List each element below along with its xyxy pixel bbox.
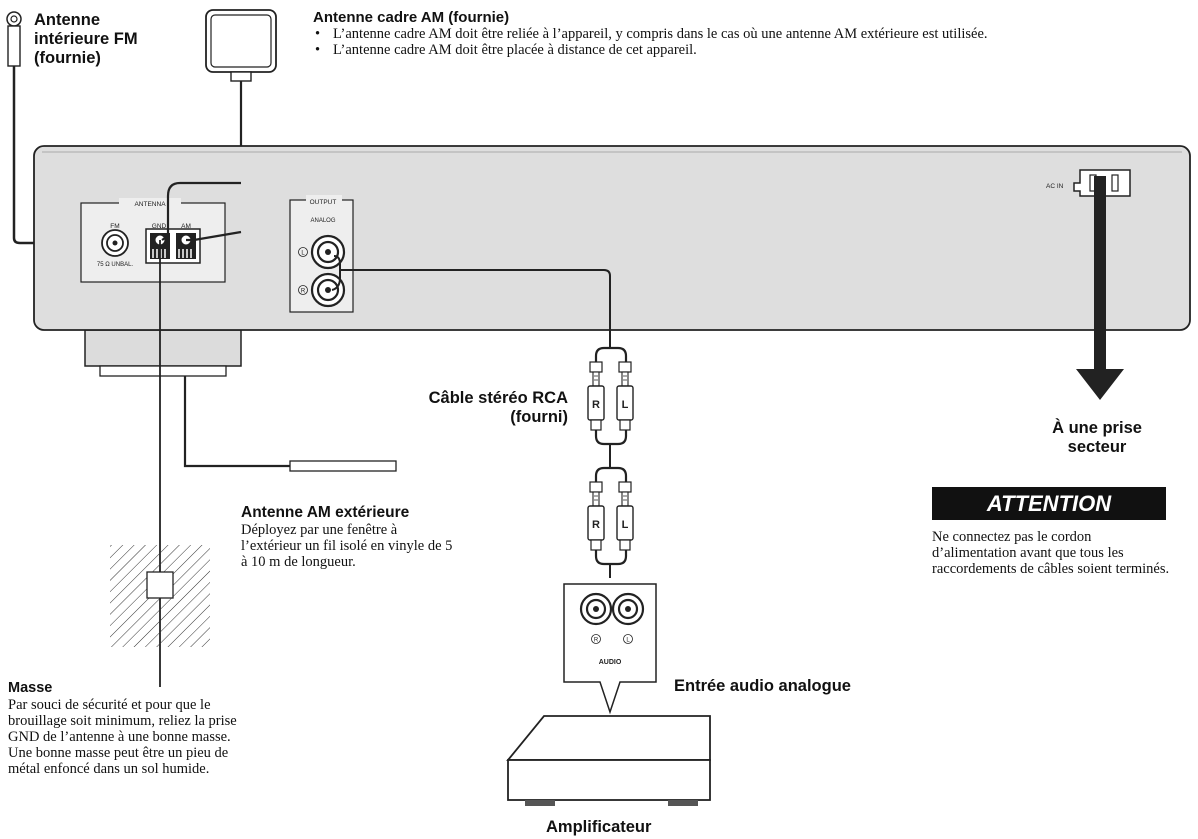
analog-label: ANALOG [310,218,335,224]
gnd-am-terminal-block-icon [145,228,201,264]
am-loop-to-am-wire [186,230,242,242]
power-cord-arrow-icon [1076,176,1124,400]
am-outdoor-title: Antenne AM extérieure [241,504,410,521]
rca-plug-lower-l-icon: L [616,481,634,551]
ground-stake-icon [110,545,210,647]
fm-antenna-wire [12,66,94,245]
ground-section: Masse Par souci de sécurité et pour que … [8,680,258,777]
fm-antenna-label: Antenne intérieure FM (fournie) [34,11,138,67]
fm-jack-label: FM [110,223,119,230]
rca-plug-lower-r-icon: R [587,481,605,551]
rca-cable [331,255,628,578]
plug-r-upper-label: R [592,399,600,411]
rca-plug-upper-r-icon: R [587,361,605,431]
amplifier-label: Amplificateur [546,818,652,836]
output-section: OUTPUT ANALOG L R [289,195,354,313]
plug-l-lower-label: L [622,519,629,531]
plug-r-lower-label: R [592,519,600,531]
antenna-section: ANTENNA FM GND AM 75 Ω UNBAL. [80,198,226,283]
amp-right-jack-icon [579,592,613,626]
output-left-mark: L [301,251,305,257]
am-loop-antenna-icon [205,9,277,82]
output-left-jack-icon [310,234,346,270]
gnd-terminal-label: GND [152,223,167,230]
am-outdoor-section: Antenne AM extérieure Déployez par une f… [241,504,461,570]
amp-audio-label: AUDIO [599,659,622,666]
audio-input-label: Entrée audio analogue [674,677,851,695]
ground-text: Par souci de sécurité et pour que le bro… [8,697,237,777]
amplifier-input-panel: R L AUDIO [563,583,657,715]
am-outdoor-wire-end [289,460,397,472]
amp-left-jack-icon [611,592,645,626]
output-right-jack-icon [310,272,346,308]
antenna-section-label: ANTENNA [134,201,166,208]
attention-banner: ATTENTION [932,487,1166,520]
am-loop-to-gnd-wire [161,181,241,241]
ground-title: Masse [8,680,53,696]
fm-jack-icon [101,229,129,257]
output-right-mark: R [301,289,306,295]
ac-in-label: AC IN [1046,183,1064,190]
amplifier-icon [506,715,711,806]
am-terminal-label: AM [181,223,191,230]
output-section-label: OUTPUT [310,199,337,206]
rca-plug-upper-l-icon: L [616,361,634,431]
am-loop-note: L’antenne cadre AM doit être placée à di… [313,42,1153,59]
mains-outlet-label: À une prise secteur [1052,419,1142,456]
am-loop-antenna-title: Antenne cadre AM (fournie) [313,9,510,26]
am-loop-note: L’antenne cadre AM doit être reliée à l’… [313,26,1153,43]
am-outdoor-text: Déployez par une fenêtre à l’extérieur u… [241,522,453,570]
rca-cable-label: Câble stéréo RCA (fourni) [428,389,568,426]
amp-left-mark: L [626,638,630,644]
plug-l-upper-label: L [622,399,629,411]
amp-right-mark: R [594,638,599,644]
fm-impedance-label: 75 Ω UNBAL. [97,262,134,268]
am-loop-antenna-section: Antenne cadre AM (fournie) L’antenne cad… [313,9,1153,58]
fm-antenna-icon [6,11,22,67]
attention-text: Ne connectez pas le cordon d’alimentatio… [932,529,1170,577]
